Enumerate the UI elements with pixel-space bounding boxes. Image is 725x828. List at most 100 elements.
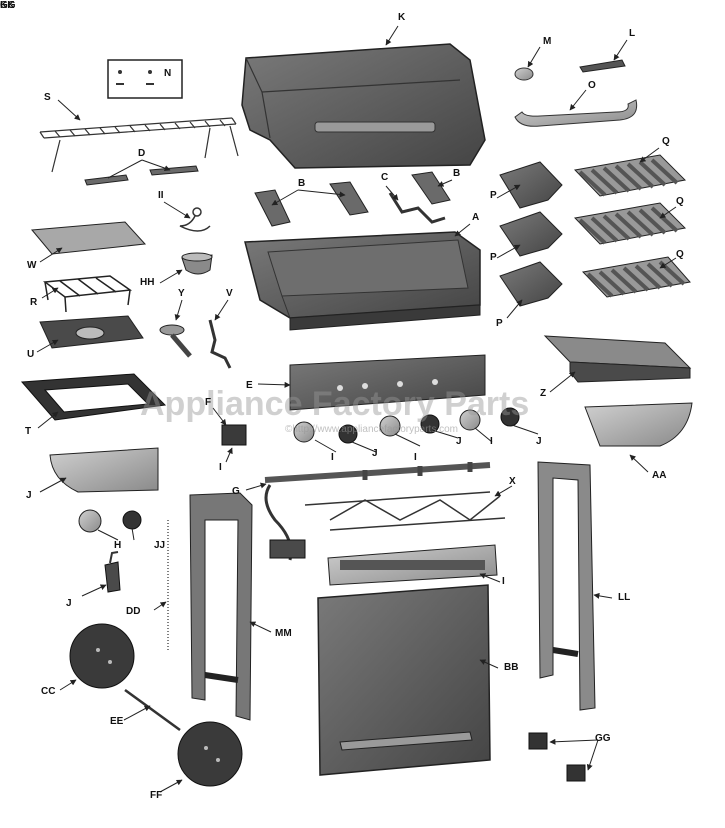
part-q-grate-1 bbox=[573, 154, 687, 197]
callout-j: J bbox=[372, 448, 378, 459]
callout-n: N bbox=[164, 68, 172, 79]
watermark: Appliance Factory Parts bbox=[140, 385, 530, 423]
part-p-flavorizer-3 bbox=[499, 261, 563, 307]
callout-l: L bbox=[629, 28, 636, 39]
callout-q: Q bbox=[676, 249, 684, 260]
callout-p: P bbox=[496, 318, 503, 329]
callout-ii: II bbox=[158, 190, 164, 201]
part-z-right-side-shelf bbox=[543, 335, 692, 383]
callout-dd: DD bbox=[126, 606, 141, 617]
callout-e: E bbox=[246, 380, 253, 391]
part-jj-burners bbox=[304, 491, 506, 531]
callout-f: F bbox=[205, 397, 212, 408]
part-t-side-shelf-frame bbox=[20, 373, 167, 421]
part-p-flavorizer-1 bbox=[499, 161, 563, 209]
leader-lines bbox=[36, 25, 677, 793]
part-y-side-burner bbox=[159, 324, 192, 358]
part-dd-door-trim bbox=[327, 544, 498, 586]
callout-r: R bbox=[30, 297, 38, 308]
callout-gg: GG bbox=[0, 0, 16, 11]
callout-w: W bbox=[27, 260, 37, 271]
part-v-side-valve bbox=[208, 319, 232, 369]
part-aa-shelf-trim bbox=[584, 402, 693, 447]
part-b-heat-shield-left bbox=[254, 189, 291, 227]
callout-bb: BB bbox=[504, 662, 519, 673]
part-s-warming-rack bbox=[39, 117, 239, 173]
callout-i: I bbox=[490, 436, 493, 447]
callout-t: T bbox=[25, 426, 32, 437]
part-f-igniter-module bbox=[221, 424, 247, 446]
part-kk-leg-caps bbox=[528, 732, 586, 782]
callout-a: A bbox=[472, 212, 480, 223]
part-q-grate-3 bbox=[581, 256, 691, 298]
callout-gg: GG bbox=[595, 733, 611, 744]
callout-q: Q bbox=[662, 136, 670, 147]
callout-cc: CC bbox=[41, 686, 56, 697]
callout-j: J bbox=[66, 598, 72, 609]
callout-kk: KK bbox=[0, 0, 15, 11]
callout-b: B bbox=[298, 178, 306, 189]
part-k-lid bbox=[241, 43, 486, 169]
watermark-url: ©http://www.appliancefactoryparts.com bbox=[285, 424, 458, 435]
part-h-manifold bbox=[264, 462, 491, 561]
part-gg-wheel-top bbox=[69, 623, 135, 689]
callout-y: Y bbox=[178, 288, 185, 299]
callout-x: X bbox=[509, 476, 516, 487]
part-p-flavorizer-2 bbox=[499, 211, 563, 257]
callout-j: J bbox=[26, 490, 32, 501]
callout-i: I bbox=[219, 462, 222, 473]
part-d-rack-supports bbox=[84, 165, 199, 186]
callout-b: B bbox=[453, 168, 461, 179]
part-ff-axle bbox=[124, 688, 181, 732]
callout-ee: EE bbox=[110, 716, 124, 727]
callout-c: C bbox=[381, 172, 389, 183]
callout-jj: JJ bbox=[154, 540, 166, 551]
knob-row bbox=[78, 407, 520, 533]
part-b-heat-shield-mid bbox=[329, 181, 369, 216]
part-ee-door bbox=[317, 584, 491, 776]
callout-p: P bbox=[490, 190, 497, 201]
callout-j: J bbox=[536, 436, 542, 447]
part-hh-burner-cup bbox=[181, 252, 213, 275]
part-cc-left-leg bbox=[189, 492, 253, 721]
part-w-side-burner-plate bbox=[31, 221, 147, 255]
part-e-control-panel bbox=[289, 354, 486, 411]
callout-i: I bbox=[502, 576, 505, 587]
part-c-crossover bbox=[388, 192, 446, 224]
callout-m: M bbox=[543, 36, 552, 47]
callout-hh: HH bbox=[140, 277, 155, 288]
callout-i: I bbox=[414, 452, 417, 463]
part-u-side-shelf-cover bbox=[39, 315, 144, 349]
part-ii-igniter bbox=[179, 207, 211, 232]
callout-ff: FF bbox=[150, 790, 163, 801]
part-r-side-grate bbox=[42, 275, 133, 313]
callout-u: U bbox=[27, 349, 35, 360]
part-ll-tank-retainer bbox=[104, 551, 121, 593]
part-m-thermometer bbox=[514, 67, 534, 81]
callout-aa: AA bbox=[652, 470, 667, 481]
callout-mm: MM bbox=[275, 628, 292, 639]
part-o-handle bbox=[514, 99, 638, 127]
callout-d: D bbox=[138, 148, 146, 159]
callout-k: K bbox=[398, 12, 406, 23]
callout-p: P bbox=[490, 252, 497, 263]
callout-q: Q bbox=[676, 196, 684, 207]
part-x-shelf-trim bbox=[49, 447, 159, 493]
part-gg-wheel-bottom bbox=[177, 721, 243, 787]
part-n-label-plate bbox=[107, 59, 183, 99]
callout-h: H bbox=[114, 540, 122, 551]
part-a-firebox bbox=[244, 231, 481, 331]
callout-i: I bbox=[331, 452, 334, 463]
callout-o: O bbox=[588, 80, 596, 91]
part-bb-right-leg bbox=[537, 461, 596, 711]
part-b-heat-shield-right bbox=[411, 171, 451, 205]
callout-z: Z bbox=[540, 388, 547, 399]
callout-g: G bbox=[232, 486, 240, 497]
part-l-bezel bbox=[579, 59, 626, 73]
callout-ll: LL bbox=[618, 592, 631, 603]
callout-s: S bbox=[44, 92, 51, 103]
callout-v: V bbox=[226, 288, 233, 299]
callout-j: J bbox=[456, 436, 462, 447]
part-q-grate-2 bbox=[573, 202, 687, 245]
